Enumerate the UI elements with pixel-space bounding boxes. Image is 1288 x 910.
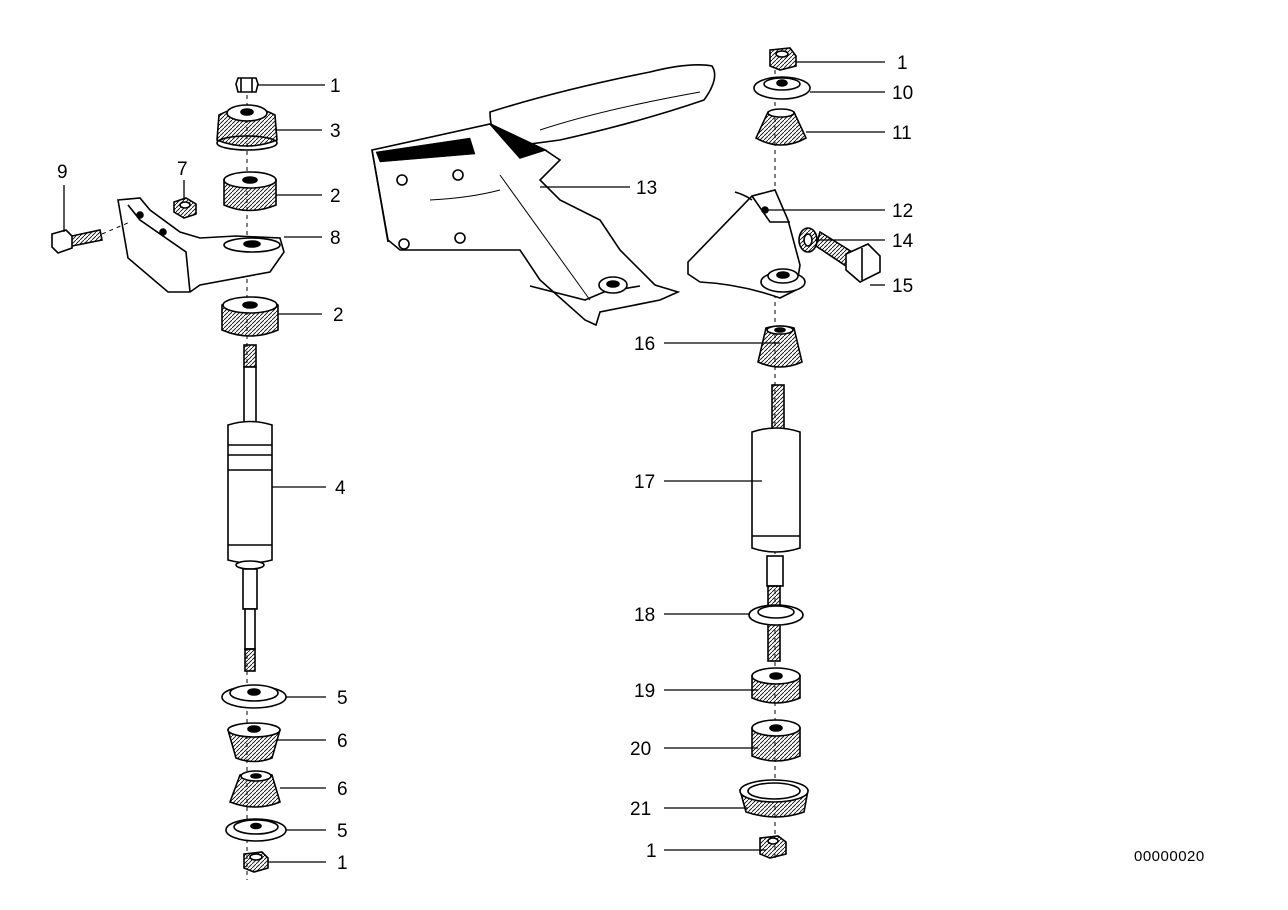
callout-21: 21 bbox=[630, 799, 651, 820]
rubber-bushing-part-20 bbox=[751, 719, 801, 762]
rubber-bushing-part-2-lower bbox=[221, 296, 279, 337]
callout-10: 10 bbox=[892, 83, 913, 104]
callout-1-left-top: 1 bbox=[330, 76, 341, 97]
callout-17: 17 bbox=[634, 472, 655, 493]
nut-part-1-bottom bbox=[243, 851, 269, 873]
callout-2-lower: 2 bbox=[333, 305, 344, 326]
callout-9: 9 bbox=[57, 162, 68, 183]
callout-14: 14 bbox=[892, 231, 914, 252]
callout-11: 11 bbox=[892, 123, 912, 144]
nut-part-1-right-top bbox=[769, 47, 797, 71]
rubber-bushing-part-16 bbox=[757, 325, 803, 368]
right-assembly bbox=[687, 47, 881, 860]
callout-12: 12 bbox=[892, 201, 913, 222]
callout-8: 8 bbox=[330, 228, 341, 249]
rubber-mount-part-3 bbox=[216, 104, 278, 151]
bolt-part-9 bbox=[51, 221, 131, 254]
rubber-bushing-part-19 bbox=[751, 667, 801, 704]
callout-1-right-top: 1 bbox=[897, 53, 908, 74]
callout-20: 20 bbox=[630, 739, 651, 760]
rubber-cone-part-6-lower bbox=[228, 770, 281, 808]
callout-19: 19 bbox=[634, 681, 655, 702]
cup-part-21 bbox=[739, 779, 809, 818]
nut-part-1-right-bottom bbox=[759, 835, 787, 859]
callout-5-lower: 5 bbox=[337, 821, 348, 842]
washer-part-10 bbox=[753, 76, 811, 100]
leader-lines bbox=[63, 61, 885, 863]
callout-7: 7 bbox=[177, 159, 188, 180]
lock-washer-part-14 bbox=[798, 227, 818, 253]
callout-13: 13 bbox=[636, 178, 657, 199]
rubber-cone-part-6-upper bbox=[227, 722, 281, 763]
cup-washer-part-5-upper bbox=[221, 684, 287, 709]
callout-3: 3 bbox=[330, 121, 341, 142]
callout-18: 18 bbox=[634, 605, 655, 626]
callout-labels: 1 3 2 9 7 8 2 4 5 6 6 5 1 13 1 10 11 12 … bbox=[57, 53, 914, 874]
cup-washer-part-5-lower bbox=[225, 818, 287, 842]
rubber-bushing-part-2-upper bbox=[223, 171, 277, 212]
callout-16: 16 bbox=[634, 334, 655, 355]
nut-part-7 bbox=[173, 197, 197, 219]
bracket-part-12 bbox=[687, 189, 806, 299]
nut-part-1-top bbox=[235, 77, 259, 93]
callout-6-upper: 6 bbox=[337, 731, 348, 752]
callout-1-left-bottom: 1 bbox=[337, 853, 348, 874]
left-assembly bbox=[51, 77, 287, 880]
pedal-bracket-part-13 bbox=[371, 64, 716, 327]
washer-part-18 bbox=[748, 604, 804, 626]
callout-4: 4 bbox=[335, 478, 346, 499]
callout-5-upper: 5 bbox=[337, 688, 348, 709]
drawing-number: 00000020 bbox=[1134, 848, 1205, 865]
callout-2-upper: 2 bbox=[330, 186, 341, 207]
shock-absorber-part-4 bbox=[227, 344, 273, 672]
rubber-cone-part-11 bbox=[754, 108, 808, 146]
callout-6-lower: 6 bbox=[337, 779, 348, 800]
callout-15: 15 bbox=[892, 276, 913, 297]
bracket-part-8 bbox=[117, 197, 285, 293]
callout-1-right-bottom: 1 bbox=[646, 841, 657, 862]
